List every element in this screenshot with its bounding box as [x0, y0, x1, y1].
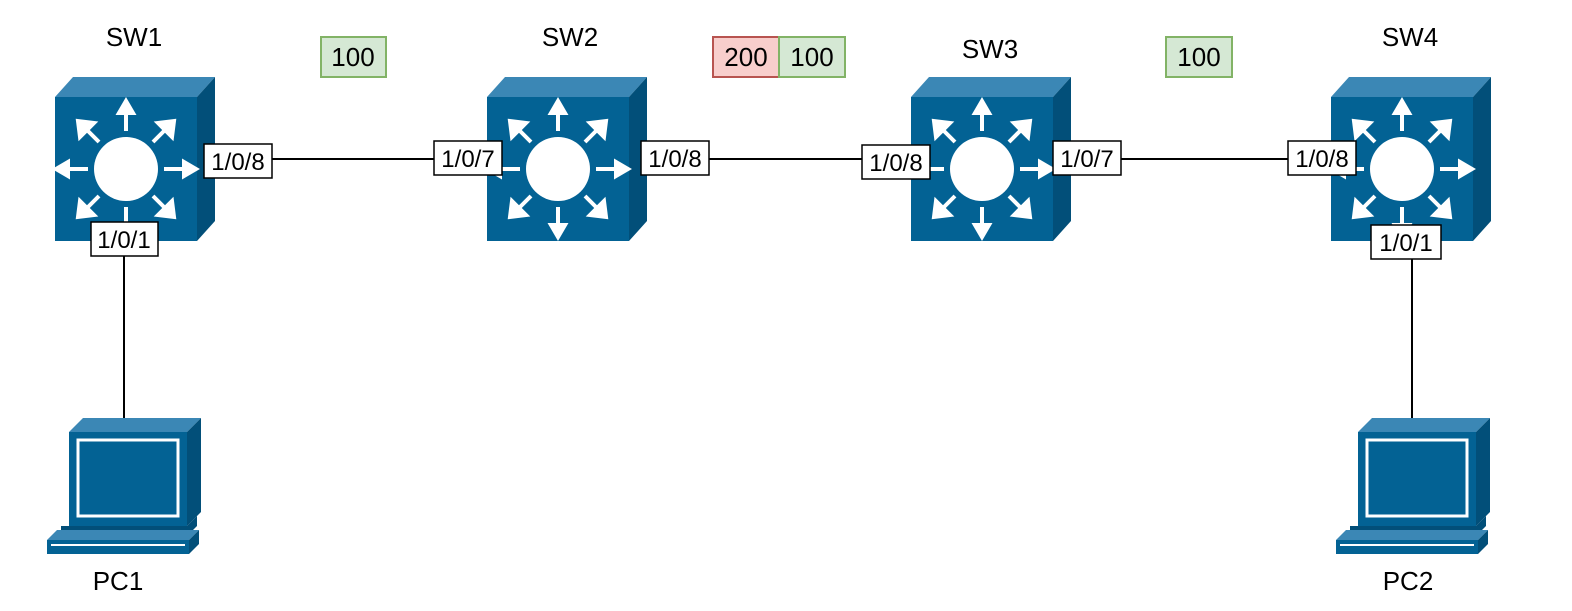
vlan-tag-allowed: 100	[778, 36, 846, 78]
switch-label-sw4: SW4	[1382, 22, 1438, 52]
port-label-text: 1/0/8	[869, 150, 922, 177]
port-label: 1/0/8	[861, 144, 931, 180]
layer3-switch-icon[interactable]	[54, 77, 215, 241]
pc-label-pc1: PC1	[93, 566, 144, 596]
vlan-tag-text: 100	[790, 42, 833, 72]
port-label-text: 1/0/7	[1060, 146, 1113, 173]
layer3-switch-icon[interactable]	[486, 77, 647, 241]
vlan-tag-text: 200	[724, 42, 767, 72]
switch-label-sw1: SW1	[106, 22, 162, 52]
pc-icon[interactable]	[47, 418, 201, 554]
port-label: 1/0/7	[1052, 140, 1122, 176]
pc-label-pc2: PC2	[1383, 566, 1434, 596]
pc-icon[interactable]	[1336, 418, 1490, 554]
port-label: 1/0/7	[433, 140, 503, 176]
port-label-text: 1/0/8	[648, 146, 701, 173]
port-label-text: 1/0/8	[1295, 146, 1348, 173]
vlan-tag-mismatch: 200	[712, 36, 780, 78]
layer3-switch-icon[interactable]	[910, 77, 1071, 241]
vlan-tag-text: 100	[331, 42, 374, 72]
port-label-text: 1/0/1	[1379, 230, 1432, 257]
vlan-tag-allowed: 100	[320, 36, 387, 78]
switch-label-sw2: SW2	[542, 22, 598, 52]
vlan-tag-allowed: 100	[1165, 36, 1233, 78]
port-label: 1/0/1	[90, 221, 159, 257]
links-layer	[123, 158, 1413, 418]
switch-label-sw3: SW3	[962, 34, 1018, 64]
port-label: 1/0/8	[640, 140, 710, 176]
port-label: 1/0/8	[203, 143, 273, 179]
port-label-text: 1/0/7	[441, 146, 494, 173]
port-label: 1/0/8	[1287, 140, 1357, 176]
vlan-tag-text: 100	[1177, 42, 1220, 72]
port-label: 1/0/1	[1370, 224, 1442, 260]
port-label-text: 1/0/1	[97, 227, 150, 254]
port-label-text: 1/0/8	[211, 149, 264, 176]
